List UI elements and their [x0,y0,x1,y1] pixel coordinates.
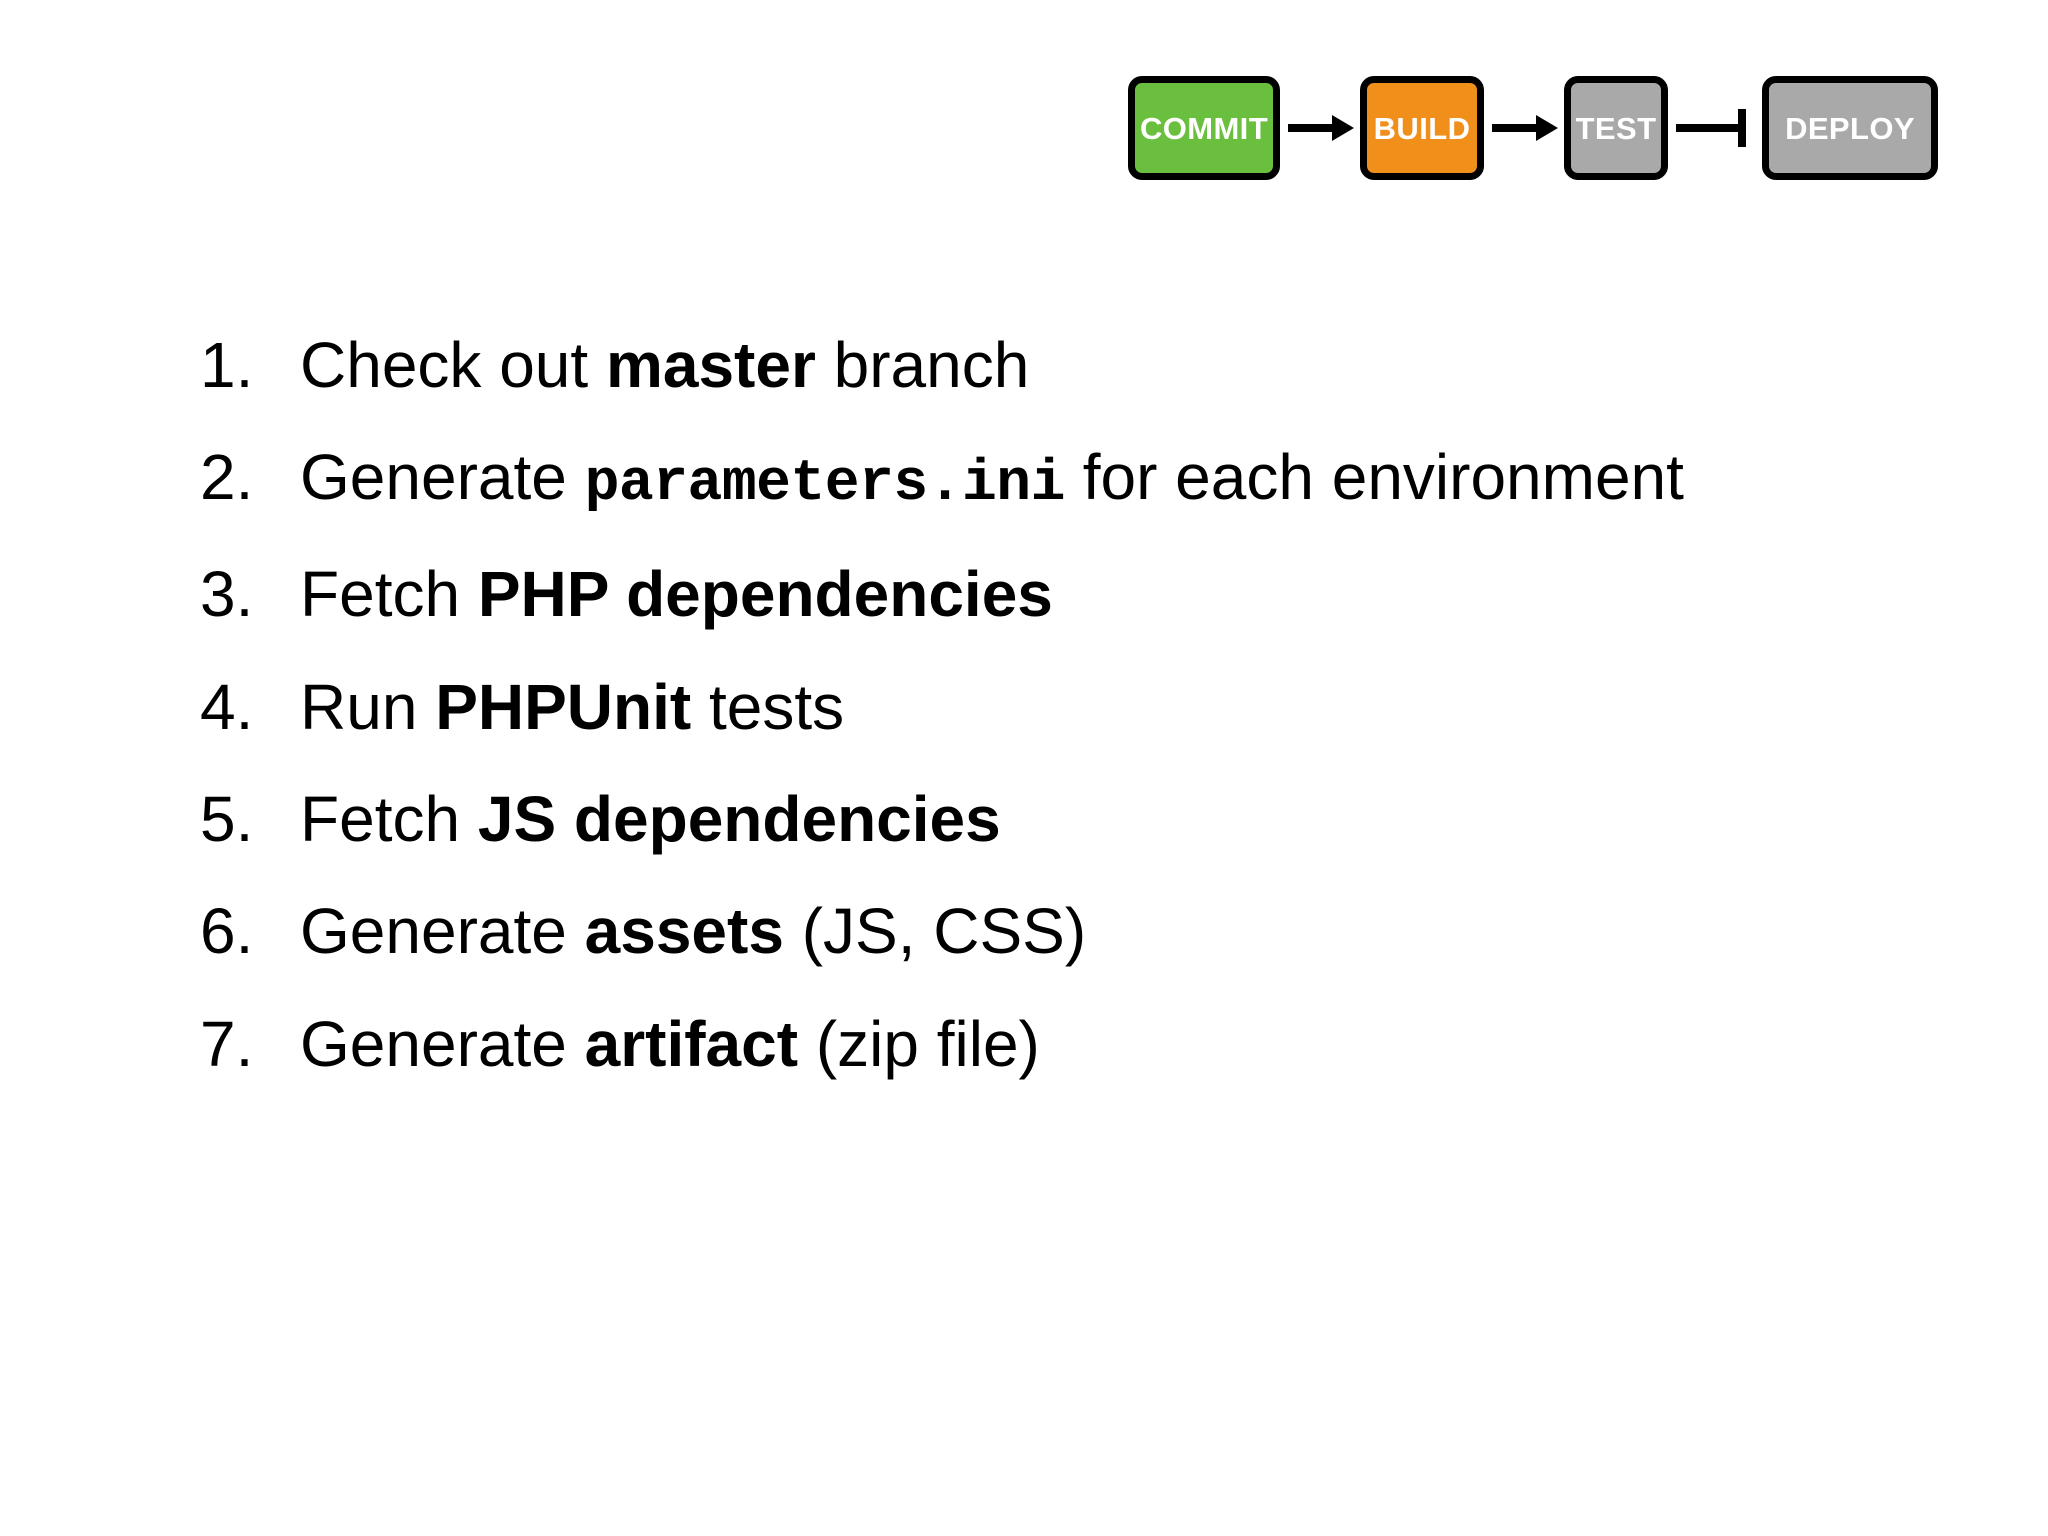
build-step-item: 2. Generate parameters.ini for each envir… [200,442,2000,517]
step-plain-text: Generate [300,895,585,968]
step-plain-text: Run [300,670,436,743]
step-text: Generate assets (JS, CSS) [300,896,2000,966]
build-step-item: 5. Fetch JS dependencies [200,782,2000,855]
step-text: Fetch JS dependencies [300,784,2000,854]
pipeline-connector-test-to-deploy [1668,76,1762,180]
arrow-head-icon [1536,115,1558,141]
step-text: Check out master branch [300,330,2000,400]
pipeline-stage-test[interactable]: TEST [1564,76,1668,180]
build-step-item: 7. Generate artifact (zip file) [200,1007,2000,1080]
pipeline-stage-deploy[interactable]: DEPLOY [1762,76,1938,180]
step-emphasis: master [605,329,816,401]
step-emphasis: artifact [584,1007,799,1080]
stop-bar-icon [1738,109,1746,147]
pipeline-stage-label: TEST [1575,110,1657,146]
step-plain-text: tests [691,670,845,743]
arrow-head-icon [1332,115,1354,141]
pipeline-stage-commit[interactable]: COMMIT [1128,76,1280,180]
step-text: Generate artifact (zip file) [300,1009,2000,1079]
step-plain-text: for each environment [1064,441,1684,514]
step-emphasis: JS dependencies [477,782,1001,855]
build-step-item: 3. Fetch PHP dependencies [200,558,2000,631]
step-number: 7. [200,1007,254,1080]
step-plain-text: Generate [300,1007,585,1080]
step-number: 3. [200,558,254,631]
build-steps-list: 1. Check out master branch 2. Generate para… [200,329,2000,1080]
step-number: 2. [200,441,254,514]
pipeline-connector-build-to-test [1484,76,1564,180]
ci-cd-pipeline-diagram: COMMIT BUILD TEST DEPLOY [1128,68,2018,188]
pipeline-stage-build[interactable]: BUILD [1360,76,1484,180]
build-step-item: 6. Generate assets (JS, CSS) [200,895,2000,968]
step-plain-text: Check out [300,329,606,401]
step-emphasis: PHP dependencies [477,558,1053,631]
build-step-item: 1. Check out master branch [200,329,2000,401]
connector-line [1492,124,1546,132]
step-plain-text: (zip file) [798,1007,1040,1080]
step-code-token: parameters.ini [584,452,1066,518]
pipeline-stage-label: BUILD [1373,110,1471,146]
step-plain-text: Fetch [300,782,478,855]
step-plain-text: Fetch [300,558,478,631]
build-step-item: 4. Run PHPUnit tests [200,670,2000,743]
pipeline-connector-commit-to-build [1280,76,1360,180]
pipeline-stage-label: DEPLOY [1785,110,1915,146]
pipeline-stage-label: COMMIT [1139,110,1269,146]
step-emphasis: assets [584,895,784,968]
step-number: 5. [200,782,254,855]
step-emphasis: PHPUnit [435,670,692,743]
step-number: 6. [200,895,254,968]
step-plain-text: (JS, CSS) [783,895,1087,968]
step-text: Run PHPUnit tests [300,670,2000,743]
connector-line [1288,124,1342,132]
connector-line [1676,124,1740,132]
step-number: 4. [200,670,254,743]
step-number: 1. [200,329,254,401]
step-plain-text: branch [815,329,1030,401]
step-text: Fetch PHP dependencies [300,559,2000,629]
step-plain-text: Generate [300,441,585,514]
step-text: Generate parameters.ini for each environ… [300,442,2000,517]
